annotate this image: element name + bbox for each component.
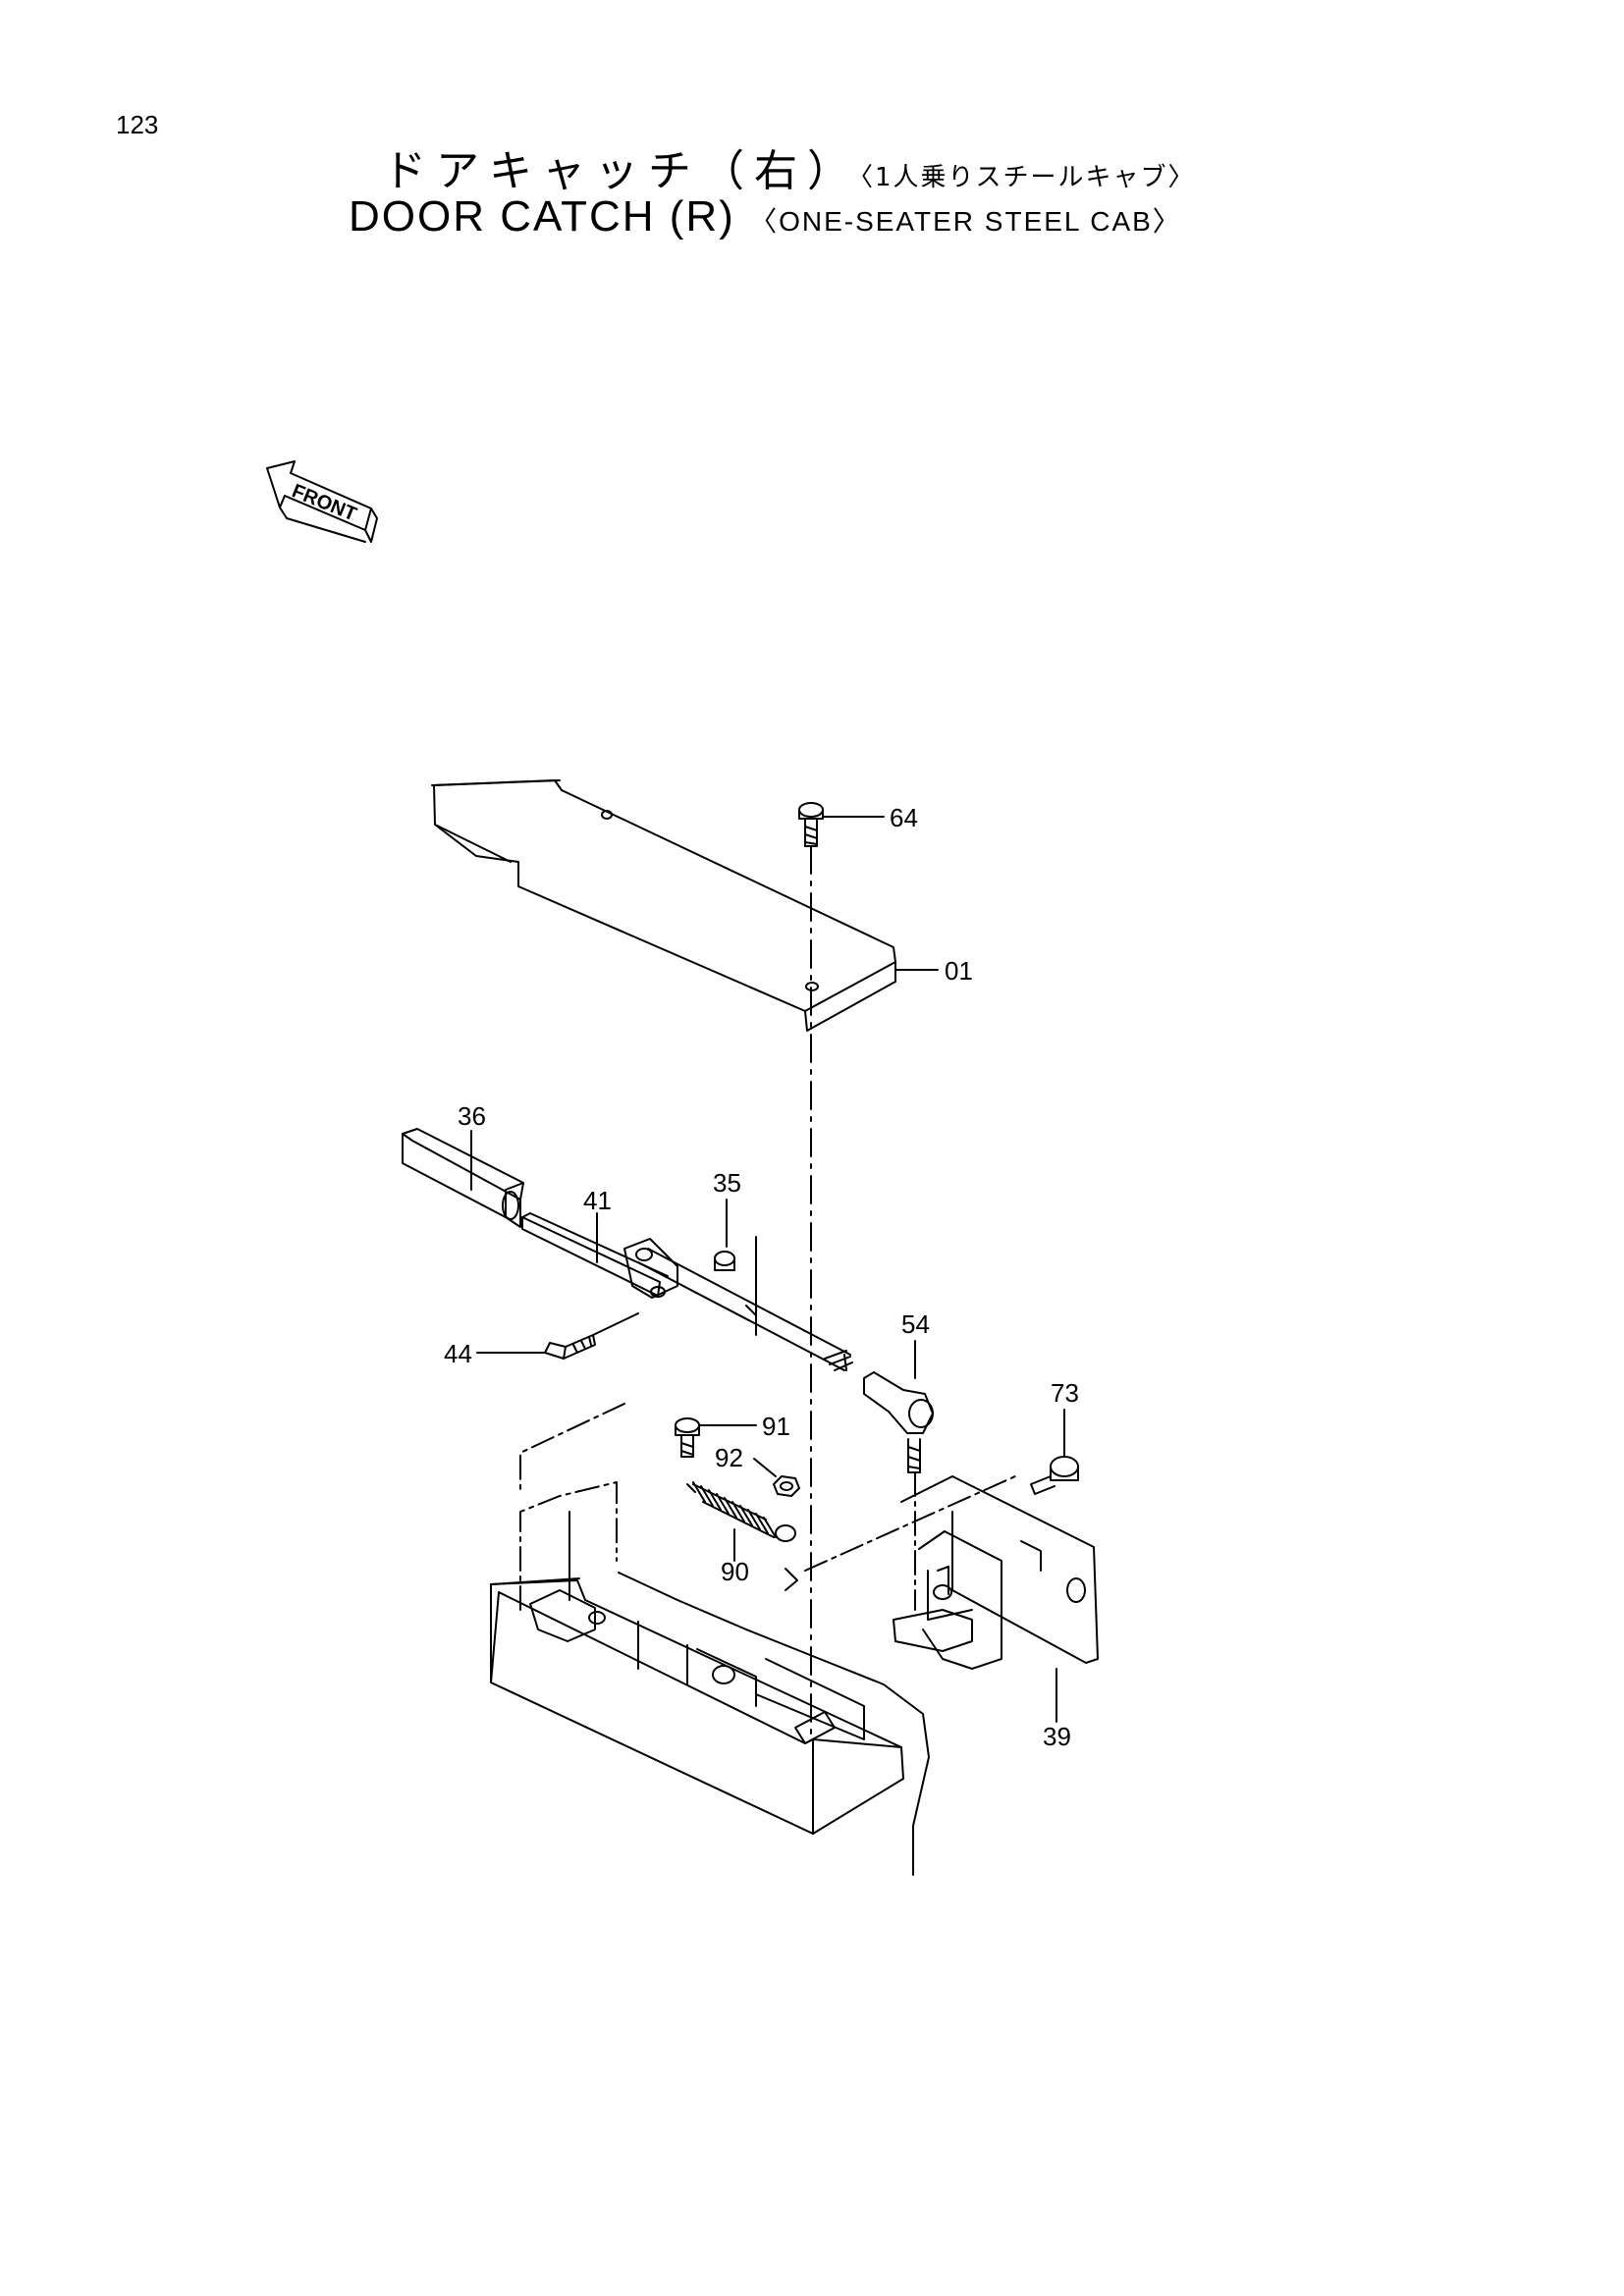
cover-plate-01 — [431, 779, 896, 1032]
title-japanese: ドアキャッチ（右）〈1人乗りスチールキャブ〉 — [383, 135, 1196, 198]
callout-44: 44 — [444, 1339, 472, 1368]
callout-39: 39 — [1043, 1722, 1071, 1751]
bracket-tick — [785, 1568, 798, 1591]
bushing-35 — [714, 1251, 735, 1271]
title-japanese-main: ドアキャッチ（右） — [383, 146, 860, 196]
lever-bracket — [623, 1238, 678, 1299]
callout-90: 90 — [721, 1557, 749, 1586]
title-english: DOOR CATCH (R) 〈ONE-SEATER STEEL CAB〉 — [349, 192, 1182, 241]
leader-92 — [753, 1458, 777, 1477]
bolt-73 — [1030, 1456, 1079, 1495]
cap-36 — [402, 1128, 524, 1228]
title-english-subtitle: 〈ONE-SEATER STEEL CAB〉 — [749, 206, 1182, 237]
callout-01: 01 — [945, 956, 973, 986]
title-japanese-subtitle: 〈1人乗りスチールキャブ〉 — [860, 163, 1196, 192]
callout-64: 64 — [890, 803, 918, 832]
callout-92: 92 — [715, 1443, 743, 1472]
bolt-44 — [544, 1312, 639, 1360]
callout-35: 35 — [713, 1168, 741, 1198]
callout-91: 91 — [762, 1412, 790, 1441]
callout-41: 41 — [583, 1186, 612, 1215]
page-number: 123 — [116, 110, 159, 139]
rod-41 — [521, 1212, 851, 1371]
callout-54: 54 — [901, 1309, 930, 1339]
ball-joint-54 — [863, 1371, 934, 1473]
box-housing — [490, 1511, 930, 1876]
spring-90 — [686, 1481, 796, 1542]
rod-thread — [824, 1350, 853, 1371]
callout-36: 36 — [458, 1101, 486, 1131]
callout-labels: 64 01 36 41 35 44 54 73 91 92 90 39 — [444, 803, 1079, 1751]
front-arrow-icon: FRONT — [266, 460, 378, 543]
title-english-main: DOOR CATCH (R) — [349, 192, 735, 240]
callout-73: 73 — [1051, 1378, 1079, 1408]
nut-92 — [773, 1475, 800, 1497]
bolt-64 — [798, 802, 824, 847]
bolt-91 — [675, 1417, 700, 1458]
catch-bracket-39 — [893, 1475, 1099, 1670]
